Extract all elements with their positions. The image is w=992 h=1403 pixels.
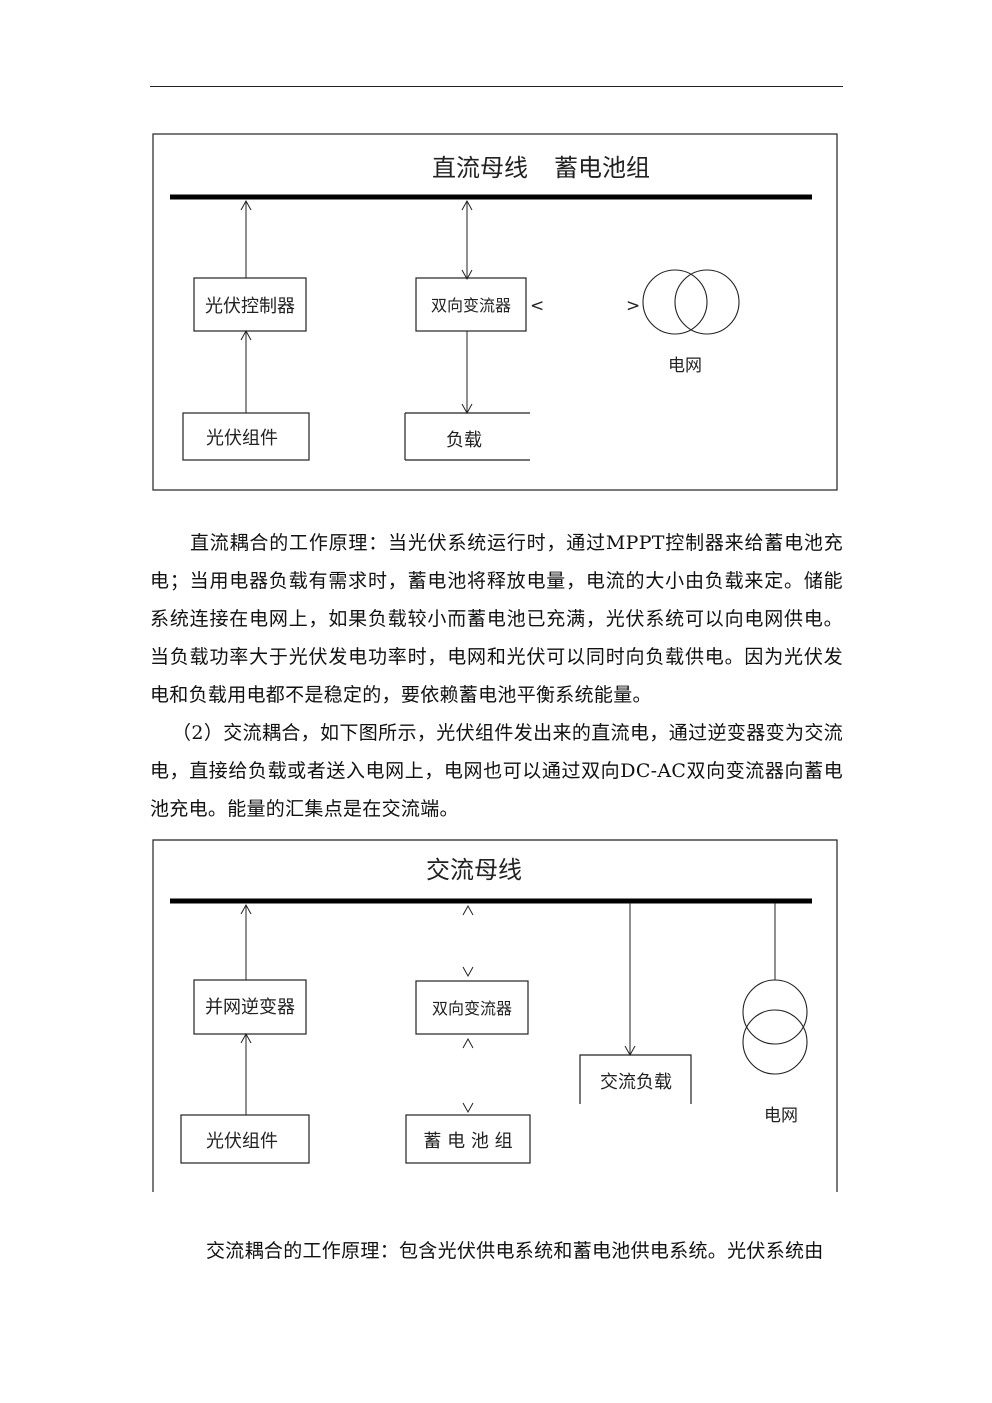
dc-grid-label: 电网 bbox=[668, 356, 702, 376]
ac-bus-label: 交流母线 bbox=[426, 856, 522, 884]
grid-transformer-circle-1 bbox=[642, 269, 708, 335]
dc-coupling-diagram: 直流母线 蓄电池组 光伏控制器 光伏组件 双向变流器 < 负载 > 电网 bbox=[150, 130, 842, 495]
ac-principle-paragraph: 交流耦合的工作原理：包含光伏供电系统和蓄电池供电系统。光伏系统由 bbox=[206, 1240, 824, 1262]
pv-controller-label: 光伏控制器 bbox=[205, 296, 295, 317]
grid-transformer-circle-2 bbox=[674, 269, 740, 335]
dc-frame bbox=[152, 133, 838, 491]
header-rule bbox=[150, 86, 843, 87]
ac-pv-module-box bbox=[180, 1114, 310, 1164]
pv-module-label: 光伏组件 bbox=[206, 428, 278, 449]
dc-bus-label: 直流母线 bbox=[432, 154, 528, 182]
ac-battery-label: 蓄 电 池 组 bbox=[423, 1131, 512, 1152]
dc-right-mark: > bbox=[626, 296, 640, 316]
dc-left-mark: < bbox=[530, 296, 544, 316]
dc-load-label: 负载 bbox=[446, 430, 482, 451]
ac-battery-box bbox=[405, 1114, 531, 1164]
ac-intro-paragraph: （2）交流耦合，如下图所示，光伏组件发出来的直流电，通过逆变器变为交流电，直接给… bbox=[150, 722, 843, 820]
ac-grid-circle-1 bbox=[742, 979, 808, 1045]
grid-inverter-box bbox=[193, 979, 307, 1035]
dc-principle-paragraph: 直流耦合的工作原理：当光伏系统运行时，通过MPPT控制器来给蓄电池充电；当用电器… bbox=[150, 532, 843, 706]
ac-grid-circle-2 bbox=[742, 1009, 808, 1075]
ac-load-label: 交流负载 bbox=[600, 1072, 672, 1093]
ac-converter-box bbox=[415, 980, 529, 1035]
ac-frame bbox=[152, 839, 838, 1192]
ac-load-box bbox=[579, 1054, 692, 1104]
ac-pv-module-label: 光伏组件 bbox=[206, 1131, 278, 1152]
dc-converter-label: 双向变流器 bbox=[431, 296, 511, 315]
pv-module-box bbox=[182, 412, 310, 461]
grid-inverter-label: 并网逆变器 bbox=[205, 997, 295, 1018]
ac-converter-label: 双向变流器 bbox=[432, 999, 512, 1018]
ac-coupling-diagram: 交流母线 并网逆变器 光伏组件 双向变流器 蓄 电 池 组 交流负载 电网 bbox=[150, 836, 842, 1196]
body-text-bottom: 交流耦合的工作原理：包含光伏供电系统和蓄电池供电系统。光伏系统由 bbox=[150, 1232, 843, 1270]
body-text-top: 直流耦合的工作原理：当光伏系统运行时，通过MPPT控制器来给蓄电池充电；当用电器… bbox=[150, 524, 843, 828]
dc-battery-label: 蓄电池组 bbox=[554, 154, 650, 182]
pv-controller-box bbox=[193, 277, 307, 332]
ac-grid-label: 电网 bbox=[764, 1106, 798, 1126]
dc-converter-box bbox=[415, 277, 527, 332]
